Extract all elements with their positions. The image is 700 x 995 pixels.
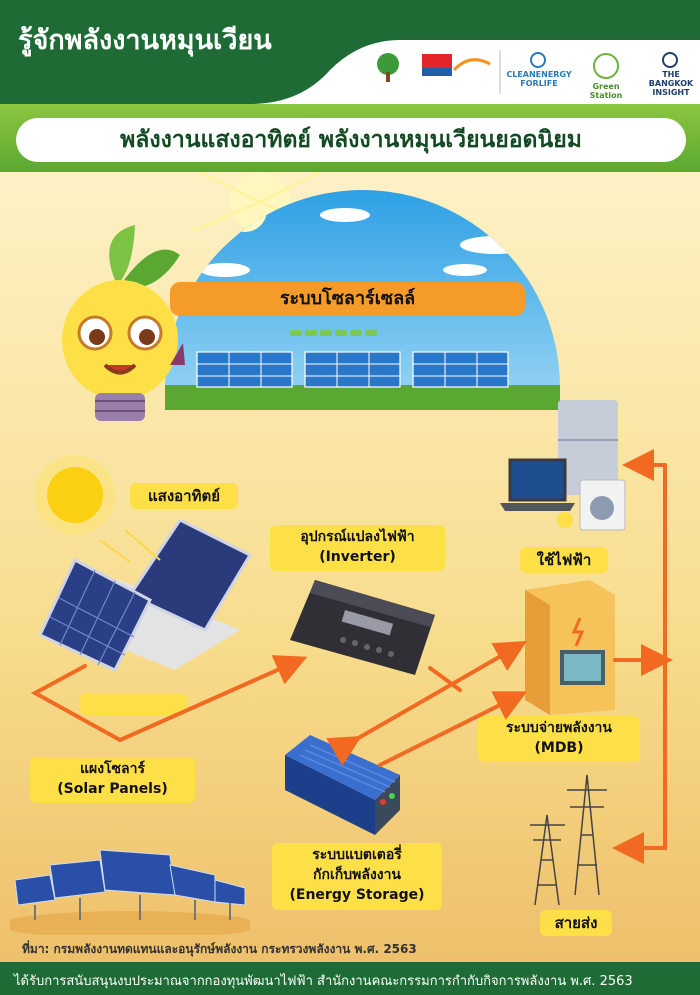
logo-green-station: Green Station: [589, 82, 623, 100]
logo-clean-energy: CLEANENERGY FORLIFE: [506, 70, 572, 88]
inverter-label: อุปกรณ์แปลงไฟฟ้า (Inverter): [270, 525, 445, 571]
footer-bar: [0, 962, 700, 995]
battery-storage-icon: [285, 735, 400, 835]
header-title: รู้จักพลังงานหมุนเวียน: [18, 25, 272, 56]
panels-label: แผงโซลาร์ (Solar Panels): [30, 757, 195, 803]
partner-logos: [377, 50, 678, 94]
mdb-cabinet-icon: [525, 580, 615, 715]
flow-arrows: [30, 449, 673, 864]
banner-title: พลังงานแสงอาทิตย์ พลังงานหมุนเวียนยอดนิย…: [120, 127, 582, 153]
storage-label-en: (Energy Storage): [289, 887, 425, 903]
mdb-label-en: (MDB): [534, 740, 584, 756]
use-power-label: ใช้ไฟฟ้า: [520, 547, 608, 573]
solar-system-label: ระบบโซลาร์เซลล์: [170, 282, 525, 316]
logo-bangkok-insight: THE BANGKOK INSIGHT: [648, 70, 694, 97]
solar-panels-icon: [40, 520, 253, 672]
appliances-icon: [500, 400, 626, 531]
storage-label-line2: กักเก็บพลังงาน: [312, 867, 401, 883]
sunlight-label: แสงอาทิตย์: [130, 483, 238, 509]
storage-label-line1: ระบบแบตเตอรี่: [312, 847, 402, 863]
banner-title-box: พลังงานแสงอาทิตย์ พลังงานหมุนเวียนยอดนิย…: [16, 118, 686, 162]
transmission-label: สายส่ง: [540, 910, 612, 936]
inverter-label-th: อุปกรณ์แปลงไฟฟ้า: [300, 529, 415, 545]
storage-label: ระบบแบตเตอรี่ กักเก็บพลังงาน (Energy Sto…: [272, 843, 442, 910]
source-note: ที่มา: กรมพลังงานทดแทนและอนุรักษ์พลังงาน…: [22, 942, 417, 956]
inverter-label-en: (Inverter): [319, 549, 396, 565]
transmission-tower-icon: [530, 774, 607, 906]
sun-icon: [35, 455, 115, 535]
mdb-label-th: ระบบจ่ายพลังงาน: [506, 720, 612, 736]
panels-label-spacer: [80, 693, 187, 715]
logo-strip: CLEANENERGY FORLIFE THE BANGKOK INSIGHT …: [370, 48, 695, 100]
panels-label-th: แผงโซลาร์: [79, 761, 146, 777]
header-shape: [0, 0, 700, 104]
footer-text: ได้รับการสนับสนุนงบประมาณจากกองทุนพัฒนาไ…: [14, 974, 633, 989]
solar-farm-icon: [10, 849, 250, 935]
sky-scene: [165, 190, 560, 410]
panels-label-en: (Solar Panels): [57, 781, 168, 797]
mascot-bulb-icon: [62, 225, 185, 421]
